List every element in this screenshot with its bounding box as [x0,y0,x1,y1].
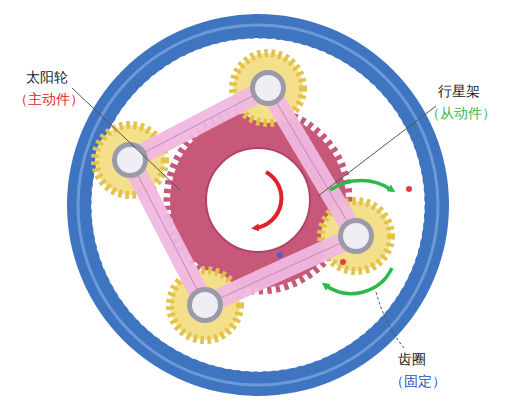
carrier-rotation-arrow [330,180,392,190]
leader-line [318,106,436,196]
sun-gear-hole [206,148,310,252]
leader-line [376,292,404,348]
part-name: 行星架 [438,82,480,100]
ring-gear-teeth [88,35,428,375]
planet-dot [340,259,346,265]
role-note: （固定） [390,372,446,390]
ring-gear-inside [91,38,425,372]
role-note: （从动件） [426,104,496,122]
part-name: 齿圈 [398,350,426,368]
sun-dot [277,252,283,258]
ring-dot [406,186,412,192]
ring-gear [67,14,449,396]
planet-hubs [112,70,374,323]
planet-carrier [130,88,356,305]
sun-rotation-arrow [255,172,281,228]
planet-gears [95,53,391,340]
leader-line [72,88,180,190]
part-name: 太阳轮 [26,68,68,86]
ring-gear-rim [78,25,438,385]
role-note: （主动件） [14,90,84,108]
planet-carrier-edge [130,88,356,305]
planet-rotation-arrow [325,268,392,294]
